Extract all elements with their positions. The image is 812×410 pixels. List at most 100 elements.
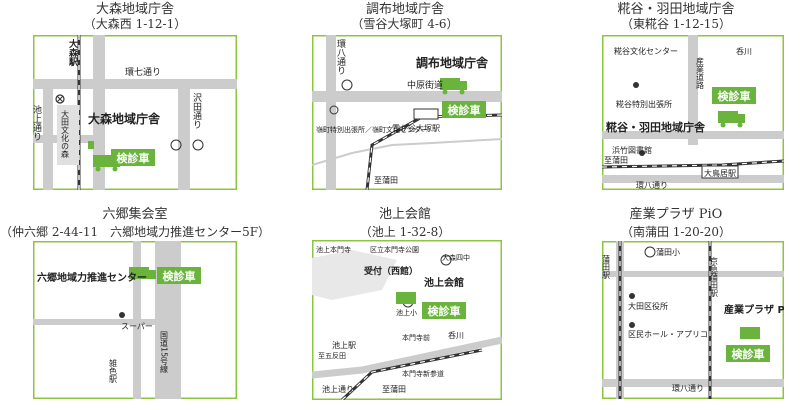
park2-label: 区立本門寺公園: [370, 245, 419, 254]
line-label: 至蒲田: [374, 175, 398, 185]
road1-label: 環八通り: [335, 39, 346, 75]
road-label: 池上通り: [322, 384, 354, 394]
map-frame: 検診車 糀谷文化センター 呑川 産業道路 糀谷特別出張所 糀谷・羽田地域庁舎 浜…: [602, 35, 784, 190]
road-label: 国道15号線: [160, 331, 169, 373]
map-address: （仲六郷 2-44-11 六郷地域力推進センター5F）: [0, 225, 271, 239]
map-frame: 検診車 蒲田小 蒲田駅 京急蒲田駅 大田区役所 区民ホール・アプリコ 産業プラザ…: [602, 241, 784, 399]
bus-badge: [726, 345, 770, 362]
map-chofu: 調布地域庁舎 （雪谷大塚町 4-6） 検診車 環八通り 中原街道 調布地域庁舎 …: [270, 0, 540, 205]
road3-label: 沢田通り: [191, 92, 202, 129]
bus-label: 検診車: [117, 151, 150, 165]
station-label: 雪が谷大塚駅: [392, 123, 440, 133]
bus-icon: [440, 78, 460, 90]
map-title: 池上会館: [378, 207, 431, 222]
bus-label: 検診車: [163, 269, 196, 283]
bus-badge: [712, 87, 756, 104]
line-label: 至蒲田: [604, 155, 628, 165]
map-frame: 検診車 環八通り 中原街道 調布地域庁舎 雪が谷大塚駅 嶺町特別出張所／嶺町文化…: [312, 35, 502, 190]
map-address: （東糀谷 1-12-15）: [620, 17, 732, 31]
bus-label: 検診車: [448, 103, 481, 117]
station-label: 大鳥居駅: [704, 168, 736, 178]
bus-icon: [93, 155, 113, 167]
post-icon: [192, 139, 204, 151]
bus-label: 検診車: [732, 347, 765, 361]
station-block: [413, 108, 439, 120]
map-title: 調布地域庁舎: [365, 2, 444, 17]
station-block: [701, 165, 739, 179]
park1-label: 池上本門寺: [316, 245, 351, 254]
station-label: 雑色駅: [109, 358, 118, 384]
road3-label: 環八通り: [636, 180, 668, 190]
map-frame: 検診車 大森駅 環七通り 池上通り 沢田通り 大田文化の森 大森地域庁舎: [33, 35, 237, 190]
line-label: 至蒲田: [382, 384, 406, 394]
bus-icon: [740, 327, 760, 339]
facility-label: 嶺町特別出張所／嶺町文化センター: [316, 125, 428, 134]
station-label: 大森駅: [67, 38, 78, 67]
bus-badge: [157, 267, 201, 284]
map-title: 糀谷・羽田地域庁舎: [617, 2, 735, 17]
super-label: スーパー: [121, 322, 153, 331]
office-label: 大森地域庁舎: [88, 111, 161, 126]
road-label: 環八通り: [672, 383, 704, 393]
library-label: 浜竹図書館: [612, 145, 652, 155]
station-label: 池上駅: [332, 340, 356, 350]
school2-icon: [440, 254, 452, 266]
bus-label: 検診車: [718, 89, 751, 103]
park: [57, 105, 79, 165]
station2-label: 京急蒲田駅: [710, 256, 719, 298]
river-label: 呑川: [448, 330, 464, 340]
super-icon: [119, 312, 125, 318]
office-label: 池上会館: [424, 276, 464, 289]
office-marker: [88, 141, 94, 149]
station-label: 蒲田駅: [602, 254, 611, 280]
reception-label: 受付（西館）: [364, 265, 418, 277]
post-icon: [329, 105, 339, 115]
map-address: （池上 1-32-8）: [359, 225, 451, 239]
culture-label: 糀谷文化センター: [614, 46, 678, 56]
bus-icon: [718, 111, 738, 123]
map-title: 大森地域庁舎: [95, 2, 174, 17]
road1-label: 環七通り: [125, 67, 161, 78]
map-frame: 検診車 池上本門寺 区立本門寺公園 大森四中 受付（西館） 池上会館 池上小 呑…: [312, 240, 502, 400]
map-title: 六郷集会室: [102, 207, 168, 222]
school2-label: 池上小: [396, 308, 417, 317]
bus-badge: [111, 149, 155, 166]
map-pio: 産業プラザ PiO （南蒲田 1-20-20） 検診車 蒲田小 蒲田駅 京急蒲田…: [540, 205, 812, 410]
temple-label: 本門寺前: [402, 333, 430, 342]
school-label: 大森四中: [442, 253, 470, 262]
road1-label: 産業道路: [696, 56, 705, 89]
branch-label: 糀谷特別出張所: [616, 99, 672, 109]
office-label: 六郷地域力推進センター: [37, 271, 147, 284]
river-label: 呑川: [736, 46, 752, 56]
map-title: 産業プラザ PiO: [629, 207, 723, 222]
school-label: 蒲田小: [656, 247, 680, 257]
map-rokugo: 六郷集会室 （仲六郷 2-44-11 六郷地域力推進センター5F） 検診車 六郷…: [0, 205, 270, 410]
library-icon: [639, 150, 645, 156]
map-ikegami: 池上会館 （池上 1-32-8） 検診車 池上本門寺 区立本門寺公園 大森四中 …: [270, 205, 540, 410]
bus-icon: [396, 292, 416, 304]
map-kojiya: 糀谷・羽田地域庁舎 （東糀谷 1-12-15） 検診車 糀谷文化センター 呑川 …: [540, 0, 812, 205]
map-frame: 検診車 六郷地域力推進センター スーパー 雑色駅 国道15号線: [33, 241, 237, 399]
road2-label: 中原街道: [407, 79, 443, 91]
office2-label: 区民ホール・アプリコ: [628, 330, 708, 339]
culture-icon: [633, 82, 639, 88]
office-label: 糀谷・羽田地域庁舎: [606, 120, 706, 134]
map-omori: 大森地域庁舎 （大森西 1-12-1） 検診車 大森駅 環七通り 池上通り 沢田…: [0, 0, 270, 205]
school-icon: [55, 94, 65, 104]
police-icon: [170, 139, 182, 151]
map-address: （大森西 1-12-1）: [83, 17, 187, 31]
office-label: 産業プラザ PiO: [724, 303, 784, 316]
school-icon: [341, 79, 353, 91]
bus-icon: [129, 267, 149, 279]
office-label: 調布地域庁舎: [416, 55, 489, 70]
school-icon: [644, 246, 656, 258]
road2-label: 本門寺新参道: [402, 369, 444, 378]
office1-label: 大田区役所: [628, 301, 668, 311]
map-address: （南蒲田 1-20-20）: [620, 225, 732, 239]
park-label: 大田文化の森: [61, 109, 70, 159]
bus-badge: [422, 302, 466, 319]
bus-badge: [442, 101, 486, 118]
bus-label: 検診車: [428, 304, 461, 318]
road2-label: 池上通り: [33, 104, 42, 141]
to-label: 至五反田: [318, 351, 346, 360]
